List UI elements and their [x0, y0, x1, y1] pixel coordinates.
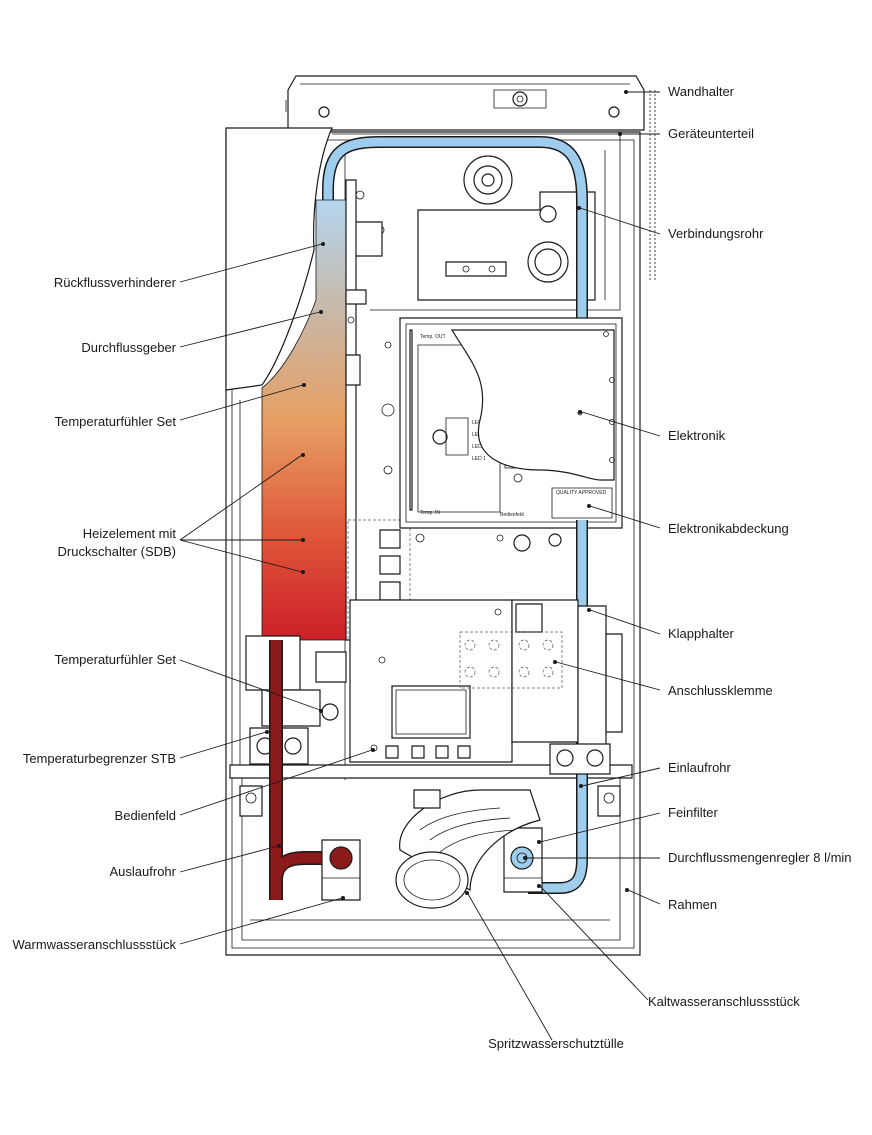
- led2-label: LED 2: [472, 444, 486, 450]
- label-heizelement-line1: Heizelement mit: [83, 526, 177, 541]
- label-auslaufrohr: Auslaufrohr: [110, 864, 177, 879]
- hot-water-connector: [321, 839, 361, 901]
- wall-bracket: [285, 75, 656, 280]
- label-klapphalter: Klapphalter: [668, 626, 734, 641]
- label-durchflussmengenregler: Durchflussmengenregler 8 l/min: [668, 850, 852, 865]
- label-temperaturfuehler-set-2: Temperaturfühler Set: [55, 652, 177, 667]
- label-rahmen: Rahmen: [668, 897, 717, 912]
- label-wandhalter: Wandhalter: [668, 84, 735, 99]
- label-elektronik: Elektronik: [668, 428, 726, 443]
- outlet-pipe: [269, 640, 340, 900]
- heating-element: [261, 179, 367, 641]
- cold-water-connector: [503, 827, 543, 893]
- labels-left: Rückflussverhinderer Durchflussgeber Tem…: [12, 275, 176, 952]
- label-verbindungsrohr: Verbindungsrohr: [668, 226, 764, 241]
- splash-grommet: [395, 789, 541, 909]
- label-spritzwasserschutztuelle: Spritzwasserschutztülle: [488, 1036, 624, 1051]
- label-bedienfeld: Bedienfeld: [115, 808, 176, 823]
- label-elektronikabdeckung: Elektronikabdeckung: [668, 521, 789, 536]
- label-temperaturbegrenzer: Temperaturbegrenzer STB: [23, 751, 176, 766]
- board-bedienfeld-label: Bedienfeld: [500, 512, 524, 518]
- label-durchflussgeber: Durchflussgeber: [81, 340, 176, 355]
- connecting-pipe: [322, 136, 588, 320]
- label-temperaturfuehler-set-1: Temperaturfühler Set: [55, 414, 177, 429]
- quality-approved-label: QUALITY APPROVED: [556, 490, 607, 496]
- labels-right: Wandhalter Geräteunterteil Verbindungsro…: [648, 84, 852, 1009]
- label-warmwasseranschlussstueck: Warmwasseranschlussstück: [12, 937, 176, 952]
- led1-label: LED 1: [472, 456, 486, 462]
- leader-lines: [179, 90, 661, 1041]
- upper-assembly: [349, 155, 596, 301]
- terminal-area: [349, 599, 623, 775]
- tray-fixtures: [239, 785, 621, 817]
- label-rueckflussverhinderer: Rückflussverhinderer: [54, 275, 177, 290]
- label-heizelement-line2: Druckschalter (SDB): [58, 544, 176, 559]
- label-einlaufrohr: Einlaufrohr: [668, 760, 732, 775]
- temp-in-label: Temp. IN: [420, 510, 440, 516]
- label-anschlussklemme: Anschlussklemme: [668, 683, 773, 698]
- temp-out-label: Temp. OUT: [420, 334, 446, 340]
- label-kaltwasseranschlussstueck: Kaltwasseranschlussstück: [648, 994, 800, 1009]
- label-feinfilter: Feinfilter: [668, 805, 719, 820]
- label-geraeteunterteil: Geräteunterteil: [668, 126, 754, 141]
- inlet-pipe: [528, 520, 588, 894]
